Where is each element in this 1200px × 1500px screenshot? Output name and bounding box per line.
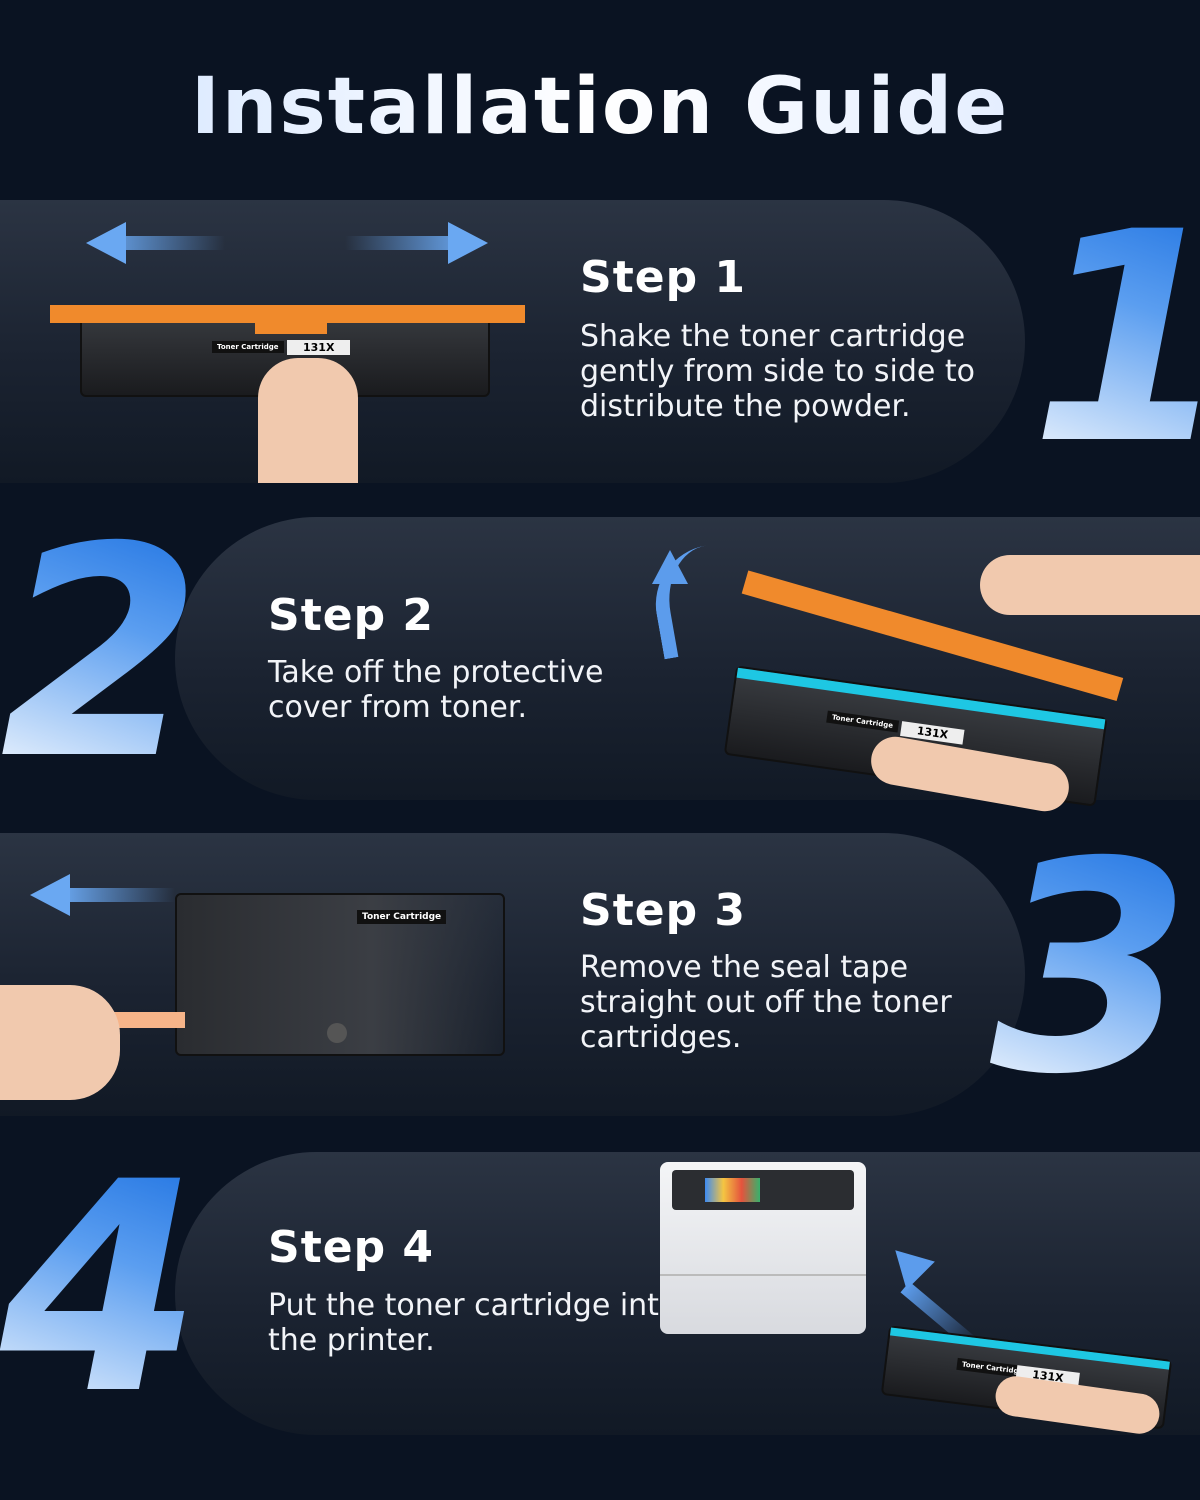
step-4-title: Step 4 [268,1222,434,1273]
cartridge-label: Toner Cartridge [357,910,447,924]
hand-image [980,555,1200,615]
step-4-number: 4 [0,1121,202,1458]
cartridge-label: Toner Cartridge [826,710,899,733]
cartridge-button [327,1023,347,1043]
arrow-right-icon [345,236,470,250]
printer-tray [660,1274,866,1276]
arrow-left-head-icon [86,222,126,264]
printer-screen [705,1178,760,1202]
step-4-text: Put the toner cartridge into the printer… [268,1288,678,1358]
step-1-title: Step 1 [580,252,746,303]
page-title: Installation Guide [0,62,1200,152]
arrow-right-head-icon [448,222,488,264]
step-2-number: 2 [0,486,202,823]
arrow-left-icon [100,236,225,250]
printer-image [660,1162,866,1334]
step-2-text: Take off the protective cover from toner… [268,655,604,725]
toner-cartridge-image: Toner Cartridge [175,893,505,1056]
protective-cover-tab [255,318,327,334]
printer-top-panel [672,1170,854,1210]
step-3-card [0,833,1025,1116]
step-1-text: Shake the toner cartridge gently from si… [580,319,976,424]
hand-image [0,985,120,1100]
arrow-up-head-icon [652,550,688,584]
protective-cover [50,305,525,323]
step-1-number: 1 [1030,195,1200,485]
step-3-title: Step 3 [580,885,746,936]
arrow-left-icon [60,888,175,902]
step-3-text: Remove the seal tape straight out off th… [580,950,952,1055]
step-3-number: 3 [990,801,1192,1138]
step-2-title: Step 2 [268,590,434,641]
cartridge-label: Toner Cartridge [212,341,284,353]
hand-image [258,358,358,483]
arrow-left-head-icon [30,874,70,916]
cartridge-model: 131X [287,340,351,355]
